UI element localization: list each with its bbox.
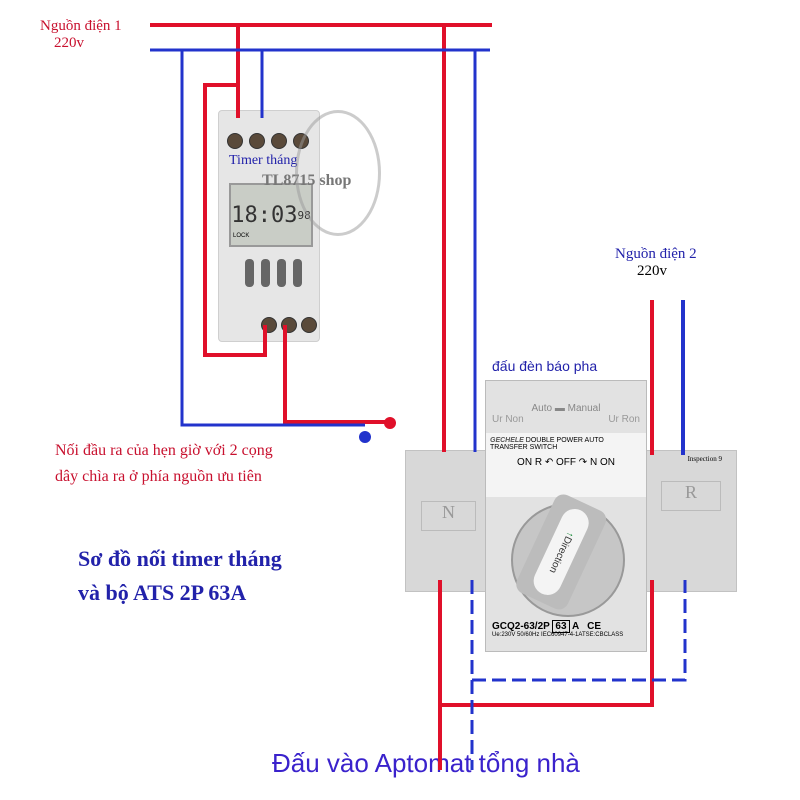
output-label: Đấu vào Aptomat tổng nhà (272, 748, 580, 778)
lock-label: LOCK (233, 233, 250, 239)
pos-off: OFF (556, 457, 576, 468)
brand: GECHELE (490, 437, 524, 444)
spec: Ue:230V 50/60Hz IEC60947-4-1ATSE:CBCLASS (492, 632, 624, 638)
mode-switch[interactable]: Auto ▬ Manual (531, 403, 601, 414)
leds-left: Ur Non (492, 414, 524, 425)
source1-live-wire (150, 23, 492, 452)
source2-title: Nguồn điện 2 (615, 246, 697, 262)
blue-junction (359, 431, 371, 443)
timer-button[interactable] (293, 259, 302, 287)
timer-button[interactable] (245, 259, 254, 287)
terminal-a2 (249, 133, 265, 149)
timer-loop-wire (203, 83, 267, 357)
pos-n: N (589, 457, 598, 468)
ats-desc: DOUBLE POWER AUTO TRANSFER SWITCH (490, 437, 604, 451)
ats-label-panel: GECHELE DOUBLE POWER AUTO TRANSFER SWITC… (486, 433, 646, 497)
phase-lamp-label: đấu đèn báo pha (492, 358, 598, 374)
terminal-out (301, 317, 317, 333)
source1-title: Nguồn điện 1 (40, 18, 122, 34)
model: GCQ2-63/2P (492, 621, 550, 632)
display-time: 18:03 (231, 202, 298, 228)
ats-switch: N Inspection 9 R Auto ▬ Manual Ur Non Ur R… (405, 380, 737, 652)
on-right: ON (599, 457, 615, 468)
output-neutral-wire (470, 580, 687, 770)
title-line2: và bộ ATS 2P 63A (78, 580, 247, 605)
mode-auto: Auto (531, 403, 553, 414)
red-junction (384, 417, 396, 429)
timer-output-wire (283, 325, 390, 424)
diagram-title: Sơ đồ nối timer tháng và bộ ATS 2P 63A (78, 542, 282, 610)
note-line2: dây chìa ra ở phía nguồn ưu tiên (55, 468, 262, 485)
source1-neutral-wire (150, 48, 490, 452)
position-scale: ON R ↶ OFF ↷ N ON (517, 457, 615, 468)
terminal-3 (271, 133, 287, 149)
timer-label: Timer tháng (229, 153, 298, 168)
terminal-a1 (227, 133, 243, 149)
note-line1: Nối đầu ra của hẹn giờ với 2 cọng (55, 442, 273, 459)
output-live-wire (438, 580, 654, 770)
rating: 63 (552, 620, 570, 633)
leds-right: Ur Ron (608, 414, 640, 425)
pos-r: R (534, 457, 543, 468)
side-n-label: N (421, 501, 476, 531)
watermark-stamp (295, 110, 381, 236)
ats-body: Auto ▬ Manual Ur Non Ur Ron GECHELE DOUBL… (485, 380, 647, 652)
source2-voltage: 220v (637, 263, 667, 279)
led-row: Ur Non Ur Ron (486, 414, 646, 425)
ats-side-r: Inspection 9 R (645, 450, 737, 592)
ce-mark: CE (587, 621, 602, 632)
title-line1: Sơ đồ nối timer tháng (78, 546, 282, 571)
wiring-note: Nối đầu ra của hẹn giờ với 2 cọng dây chì… (55, 438, 273, 490)
unit: A (571, 621, 579, 632)
ats-side-n: N (405, 450, 492, 592)
on-left: ON (517, 457, 533, 468)
timer-button[interactable] (261, 259, 270, 287)
mode-manual: Manual (567, 403, 601, 414)
timer-button[interactable] (277, 259, 286, 287)
side-r-label: R (661, 481, 721, 511)
inspection-label: Inspection 9 (687, 455, 722, 463)
source1-voltage: 220v (54, 35, 84, 51)
timer-neutral-wire (180, 50, 365, 427)
